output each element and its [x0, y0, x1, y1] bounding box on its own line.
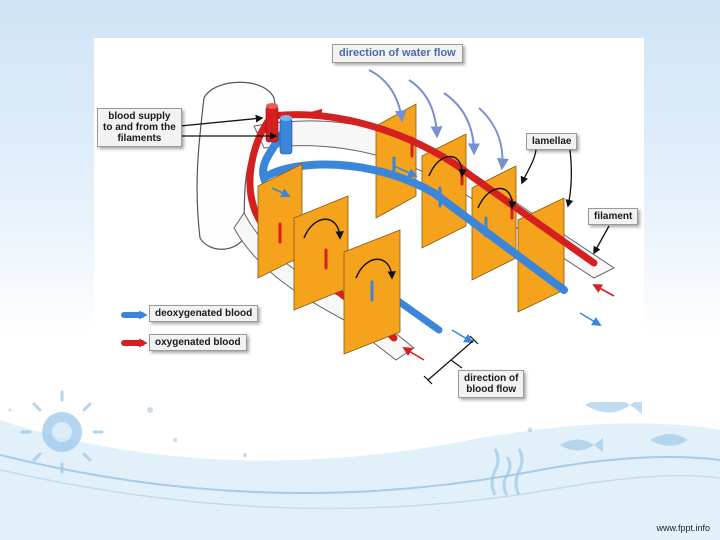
bubble-deco: [8, 407, 533, 457]
lamellae-label: lamellae: [526, 133, 578, 150]
blood-flow-line-1: direction of: [464, 373, 519, 384]
lamella: [375, 103, 417, 219]
water-arrow: [408, 79, 443, 139]
blood-flow-line-2: blood flow: [466, 384, 517, 395]
filament-label: filament: [588, 208, 639, 225]
legend-oxygenated-label: oxygenated blood: [149, 334, 247, 351]
water-arrow: [478, 107, 509, 171]
legend-deoxygenated-label: deoxygenated blood: [149, 305, 259, 322]
wave-band: [0, 420, 720, 540]
seaweed-deco: [490, 448, 524, 496]
blood-flow-label: direction of blood flow: [458, 370, 525, 398]
label-pointers: [179, 114, 610, 255]
flow-arrow: [355, 258, 396, 280]
flow-arrow: [303, 218, 344, 240]
vessel-flow-arrows: [271, 108, 615, 361]
water-flow-label: direction of water flow: [332, 44, 463, 63]
blood-supply-line-2: to and from the: [103, 122, 176, 133]
blood-supply-label: blood supply to and from the filaments: [97, 108, 182, 147]
wave-line: [0, 454, 720, 494]
blood-flow-bracket: [423, 335, 479, 385]
water-arrow: [443, 92, 480, 156]
flow-arrow: [477, 188, 517, 210]
lamella-flow-arrows: [303, 156, 517, 280]
wave-line-2: [0, 469, 720, 510]
gill-diagram: [121, 69, 615, 385]
blood-supply-line-1: blood supply: [108, 111, 171, 122]
sun-flower-deco: [20, 390, 104, 474]
flow-arrow: [428, 156, 467, 178]
footer-url: www.fppt.info: [656, 523, 710, 533]
water-flow-arrows: [368, 69, 509, 171]
deoxygenated-vessel: [259, 124, 568, 294]
gill-arch: [196, 81, 276, 250]
blood-supply-line-3: filaments: [117, 133, 162, 144]
water-arrow: [368, 69, 407, 123]
gill-diagram-panel: direction of water flow blood supply to …: [94, 38, 644, 402]
